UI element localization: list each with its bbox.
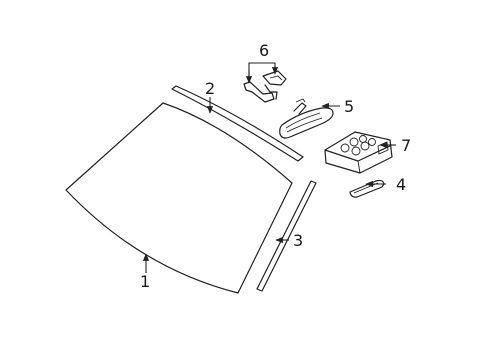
callout-5: 5: [344, 97, 354, 116]
control-module: [324, 131, 393, 174]
callout-4: 4: [396, 175, 406, 194]
callout-3: 3: [293, 231, 303, 250]
callout-2: 2: [205, 79, 215, 98]
sensor-cover: [349, 179, 385, 198]
windshield-glass: [65, 102, 293, 294]
side-moulding: [256, 180, 317, 292]
leader-lines: [142, 62, 396, 273]
callout-7: 7: [401, 136, 411, 155]
callout-6: 6: [259, 41, 269, 60]
callout-1: 1: [140, 272, 150, 291]
mirror-bracket: [243, 70, 287, 103]
rear-view-mirror: [279, 98, 334, 139]
